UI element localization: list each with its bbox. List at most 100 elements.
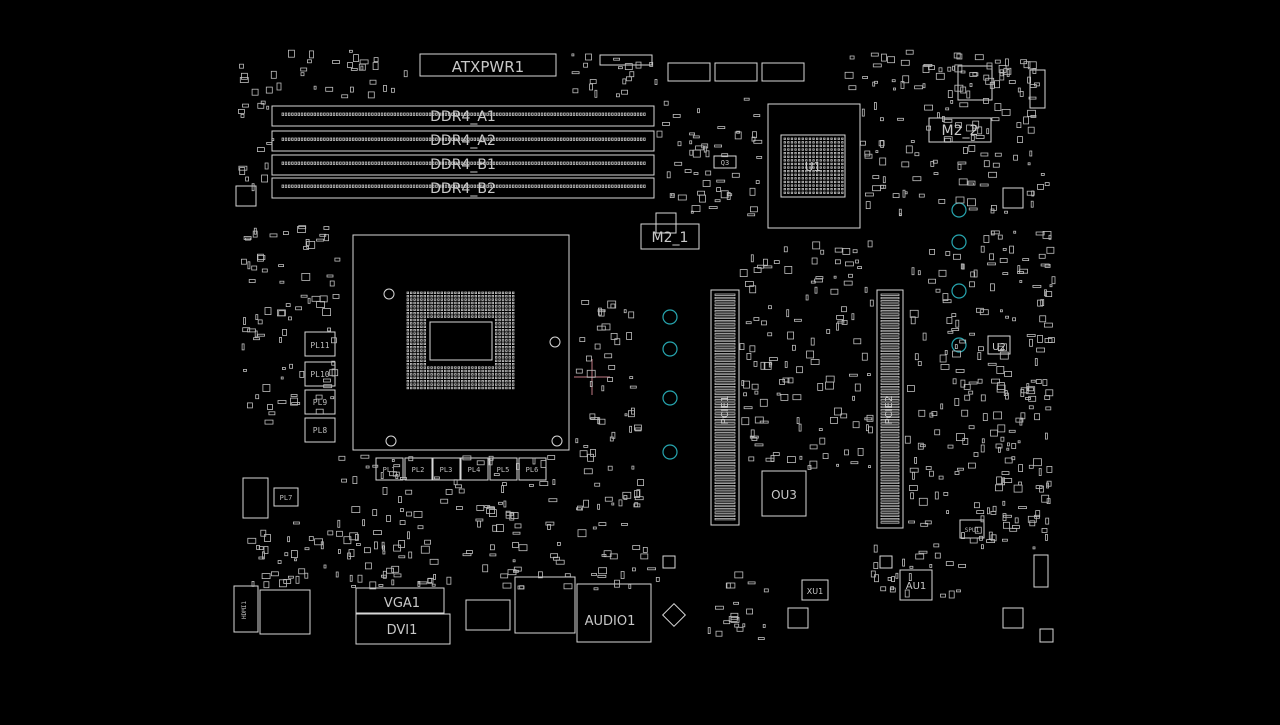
inductor-pl5[interactable]: [489, 457, 518, 481]
socket-pad: [430, 294, 433, 298]
socket-pad: [484, 376, 488, 380]
ddr-pin: [512, 161, 515, 165]
ddr-slot-a1[interactable]: [271, 105, 655, 127]
smd-pad: [594, 482, 601, 487]
ddr-slot-b2[interactable]: [271, 177, 655, 199]
fan-header-1[interactable]: [667, 62, 711, 82]
socket-pad: [406, 349, 410, 352]
inductor-pl4[interactable]: [460, 457, 489, 481]
smd-pad: [1034, 413, 1040, 421]
chip-u2[interactable]: [987, 335, 1011, 355]
socket-pad: [433, 301, 437, 305]
ddr-pin: [419, 137, 422, 141]
inductor-pl6[interactable]: [518, 457, 547, 481]
socket-pad: [413, 311, 416, 315]
ddr-pin: [636, 184, 640, 188]
pcie-pin: [880, 511, 900, 514]
mount-pad[interactable]: [787, 607, 809, 629]
smd-pad: [805, 294, 809, 301]
mount-pad[interactable]: [1002, 607, 1024, 629]
header-right-1[interactable]: [1029, 69, 1046, 109]
inductor-pl8[interactable]: [304, 417, 336, 443]
ps2-connector[interactable]: [259, 589, 311, 635]
m2-slot-1[interactable]: [640, 223, 700, 250]
pcie-pin: [714, 438, 736, 442]
mount-pad[interactable]: [879, 555, 893, 569]
pcie-pin: [880, 491, 900, 494]
socket-pad: [508, 291, 512, 295]
bga-pad: [826, 173, 830, 176]
ddr-pin: [380, 137, 384, 141]
socket-pad: [508, 386, 512, 390]
cpu-socket[interactable]: [352, 234, 570, 451]
pcie-pin: [714, 313, 736, 316]
socket-pad: [423, 366, 427, 369]
mount-pad[interactable]: [1002, 187, 1024, 209]
socket-pad: [505, 386, 508, 390]
pcie-pin: [880, 300, 900, 303]
smd-pad: [946, 317, 953, 324]
inductor-pl3[interactable]: [432, 457, 461, 481]
bga-pad: [805, 166, 808, 169]
dvi-connector[interactable]: [355, 613, 451, 645]
bga-pad: [787, 166, 790, 169]
fan-header-2[interactable]: [714, 62, 758, 82]
socket-pad: [477, 369, 481, 373]
smd-pad: [261, 551, 265, 560]
atx-power-connector[interactable]: [419, 53, 557, 77]
audio-jack-stack[interactable]: [576, 583, 652, 643]
inductor-pl7[interactable]: [273, 487, 299, 507]
smd-pad: [914, 85, 923, 90]
smd-pad: [987, 362, 997, 366]
chip-ou3[interactable]: [761, 470, 807, 517]
socket-pad: [416, 379, 420, 383]
label-spu: SPU1: [965, 527, 980, 534]
ddr-slot-b1[interactable]: [271, 154, 655, 176]
smd-pad: [1027, 515, 1037, 523]
smd-pad: [257, 319, 263, 325]
smd-pad: [995, 443, 1003, 449]
pch-package[interactable]: [767, 103, 861, 229]
mount-pad[interactable]: [655, 212, 677, 234]
lan-usb-stack[interactable]: [514, 576, 576, 634]
smd-pad: [662, 122, 670, 126]
inductor-pl11[interactable]: [304, 331, 336, 357]
audio-chip[interactable]: [899, 569, 933, 601]
ddr-pin: [467, 184, 470, 188]
ddr-pin: [601, 184, 605, 188]
smd-pad: [1036, 347, 1045, 353]
smd-pad: [751, 383, 759, 390]
socket-pad: [491, 383, 495, 386]
mount-pad[interactable]: [235, 185, 257, 207]
ddr-pin: [300, 184, 304, 188]
socket-pad: [413, 345, 416, 349]
chip-q3[interactable]: [713, 155, 737, 169]
socket-pad: [508, 373, 512, 376]
mount-pad[interactable]: [662, 555, 676, 569]
smd-pad: [747, 581, 756, 585]
ddr-pin: [492, 112, 496, 116]
pcie-slot-2[interactable]: [876, 289, 904, 529]
usb-stack-1[interactable]: [465, 599, 511, 631]
inductor-pl2[interactable]: [404, 457, 433, 481]
vga-connector[interactable]: [355, 587, 445, 614]
smd-pad: [902, 189, 906, 198]
smd-pad: [840, 413, 848, 419]
chip-top-right[interactable]: [957, 65, 993, 101]
smd-pad: [323, 564, 327, 569]
ddr-pin: [624, 137, 627, 141]
diamond-pad[interactable]: [661, 602, 687, 628]
fan-header-3[interactable]: [761, 62, 805, 82]
socket-pad: [420, 315, 423, 318]
pcie-slot-1[interactable]: [710, 289, 740, 526]
mount-pad[interactable]: [1039, 628, 1054, 643]
small-connector[interactable]: [242, 477, 269, 519]
socket-pad: [420, 373, 423, 376]
hdmi-connector[interactable]: [233, 585, 259, 633]
ddr-pin: [486, 161, 489, 165]
inductor-pl1[interactable]: [375, 457, 404, 481]
header-right-2[interactable]: [1033, 554, 1049, 588]
crystal[interactable]: [801, 579, 829, 601]
smd-pad: [761, 320, 767, 326]
